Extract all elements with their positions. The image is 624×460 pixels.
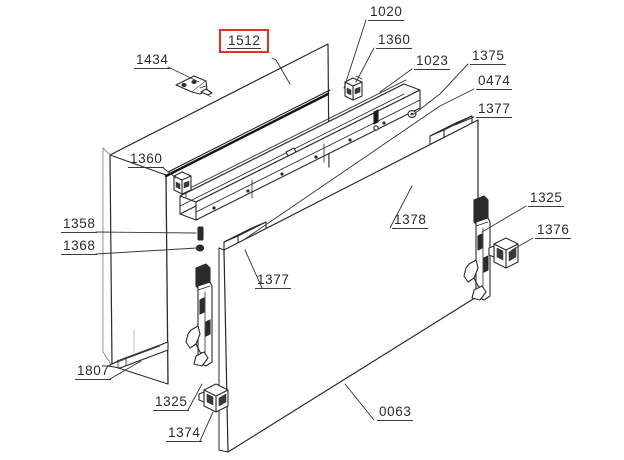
label-text: 1377 [478, 101, 511, 116]
part-label-1434[interactable]: 1434 [134, 52, 171, 69]
part-label-1377-right[interactable]: 1377 [476, 101, 513, 118]
part-bracket-1434 [175, 75, 213, 98]
label-text: 1434 [136, 52, 169, 67]
label-text: 1377 [257, 272, 290, 287]
part-label-1512-highlighted[interactable]: 1512 [219, 29, 270, 53]
part-label-0063[interactable]: 0063 [377, 404, 414, 421]
part-label-1368[interactable]: 1368 [61, 238, 98, 255]
part-pin-1358 [197, 226, 204, 241]
part-label-1360-left[interactable]: 1360 [128, 151, 165, 168]
label-text: 0474 [478, 73, 511, 88]
label-text: 1368 [63, 238, 96, 253]
part-label-1360-top[interactable]: 1360 [376, 32, 413, 49]
label-text: 1023 [416, 53, 449, 68]
part-label-1325-left[interactable]: 1325 [153, 394, 190, 411]
label-text: 1020 [370, 4, 403, 19]
label-text: 0063 [379, 404, 412, 419]
part-label-1374[interactable]: 1374 [166, 425, 203, 442]
label-text: 1358 [63, 216, 96, 231]
label-text: 1325 [530, 190, 563, 205]
part-slide-rail-1807 [107, 341, 169, 369]
part-label-1377-center[interactable]: 1377 [255, 272, 292, 289]
part-latch-rod-1325-right [463, 195, 491, 301]
part-fastener-1375 [407, 110, 417, 118]
label-text: 1325 [155, 394, 188, 409]
part-label-1358[interactable]: 1358 [61, 216, 98, 233]
label-text: 1807 [77, 363, 110, 378]
part-label-1375[interactable]: 1375 [470, 48, 507, 65]
part-label-1378[interactable]: 1378 [392, 212, 429, 229]
part-label-1376[interactable]: 1376 [535, 222, 572, 239]
part-label-1023[interactable]: 1023 [414, 53, 451, 70]
part-label-1020[interactable]: 1020 [368, 4, 405, 21]
part-hinge-block-1360-left [173, 171, 192, 195]
part-latch-rod-1325-left [185, 263, 213, 367]
label-text: 1360 [130, 151, 163, 166]
label-text: 1360 [378, 32, 411, 47]
label-text: 1376 [537, 222, 570, 237]
part-label-1325-right[interactable]: 1325 [528, 190, 565, 207]
part-hinge-block-1360-top [344, 75, 363, 101]
part-latch-catch-1374 [198, 383, 229, 413]
label-text: 1512 [227, 33, 262, 49]
part-latch-striker-1376 [488, 237, 519, 269]
part-stud-1368 [195, 244, 205, 252]
label-text: 1375 [472, 48, 505, 63]
label-text: 1374 [168, 425, 201, 440]
part-label-0474[interactable]: 0474 [476, 73, 513, 90]
part-label-1807[interactable]: 1807 [75, 363, 112, 380]
part-rear-panel-1512 [102, 43, 331, 385]
leader-lines [95, 19, 534, 442]
part-upper-rail-1023 [179, 79, 421, 221]
label-text: 1378 [394, 212, 427, 227]
